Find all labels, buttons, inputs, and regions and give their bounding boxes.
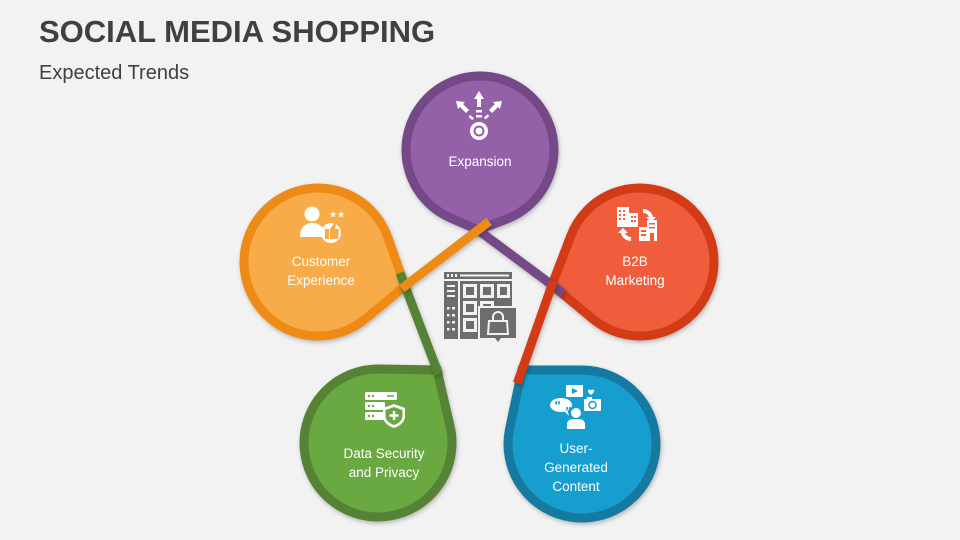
tail-customer-experience bbox=[398, 217, 492, 293]
connector-lines-overlay bbox=[395, 217, 566, 385]
petal-customer-experience bbox=[239, 183, 411, 341]
label-user-generated-content: User- Generated Content bbox=[506, 439, 646, 496]
page-subtitle: Expected Trends bbox=[39, 62, 190, 84]
label-line: Data Security bbox=[343, 446, 425, 461]
server-shield-icon bbox=[365, 392, 405, 428]
svg-text:“ „: “ „ bbox=[554, 399, 572, 412]
label-line: Generated bbox=[544, 460, 608, 475]
petal-user-generated-content bbox=[503, 365, 661, 523]
page-title: SOCIAL MEDIA SHOPPING bbox=[39, 14, 436, 49]
petal-b2b-marketing bbox=[546, 183, 719, 341]
label-line: Customer bbox=[291, 254, 351, 269]
label-line: B2B bbox=[622, 254, 648, 269]
label-expansion: Expansion bbox=[410, 152, 550, 171]
label-line: Expansion bbox=[448, 154, 512, 169]
label-line: User- bbox=[559, 441, 593, 456]
petal-expansion bbox=[401, 71, 559, 235]
online-store-shopping-bag-icon bbox=[444, 272, 518, 342]
petal-data-security-privacy bbox=[299, 364, 457, 522]
label-data-security-privacy: Data Security and Privacy bbox=[314, 444, 454, 482]
buildings-exchange-icon bbox=[617, 207, 657, 242]
expansion-arrows-icon bbox=[456, 91, 502, 140]
label-customer-experience: Customer Experience bbox=[251, 252, 391, 290]
label-line: Content bbox=[552, 479, 600, 494]
label-line: and Privacy bbox=[348, 465, 420, 480]
label-line: Experience bbox=[287, 273, 355, 288]
label-line: Marketing bbox=[605, 273, 665, 288]
label-b2b-marketing: B2B Marketing bbox=[565, 252, 705, 290]
petals-group bbox=[239, 71, 719, 523]
user-thumbs-up-rating-icon bbox=[300, 206, 345, 243]
user-content-media-icon: “ „ bbox=[550, 385, 601, 429]
